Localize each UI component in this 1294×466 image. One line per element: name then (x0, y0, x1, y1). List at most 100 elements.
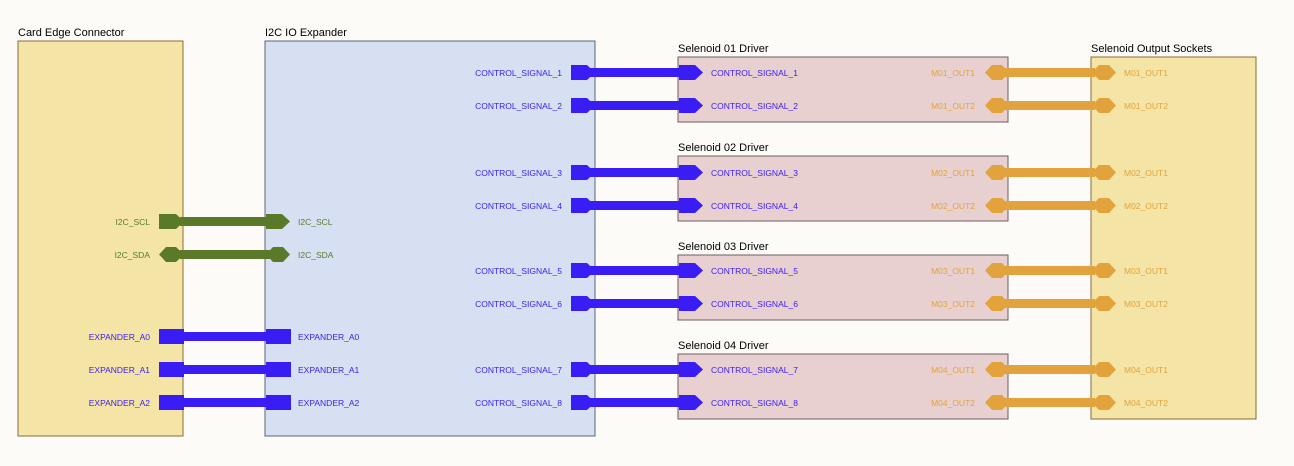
expander-left-pin-label: EXPANDER_A2 (298, 398, 360, 408)
m01-out2-socket-port (1092, 98, 1116, 113)
driver-input-label: CONTROL_SIGNAL_6 (711, 299, 798, 309)
driver-output-label: M02_OUT1 (931, 168, 975, 178)
driver-body (677, 353, 1009, 420)
i2c-scl-expander-port (266, 214, 290, 229)
control-signal-6-source-port (571, 296, 595, 311)
control-signal-1-wire (590, 68, 685, 77)
m01-out2-wire (1005, 101, 1095, 110)
control-signal-1-source-port (571, 65, 595, 80)
driver-input-label: CONTROL_SIGNAL_5 (711, 266, 798, 276)
i2c-sda-card-port (159, 247, 184, 262)
m02-out1-socket-port (1092, 165, 1116, 180)
m04-out1-driver-port (985, 362, 1009, 377)
driver-input-label: CONTROL_SIGNAL_1 (711, 68, 798, 78)
sockets-body (1090, 56, 1257, 420)
driver-input-label: CONTROL_SIGNAL_8 (711, 398, 798, 408)
control-signal-8-source-port (571, 395, 595, 410)
m04-out1-wire (1005, 365, 1095, 374)
expander-a0-wire (180, 332, 270, 341)
expander-a0-port (266, 329, 291, 344)
card-pin-label: EXPANDER_A0 (89, 332, 151, 342)
selenoid-driver-01-block: Selenoid 01 Driver CONTROL_SIGNAL_1 CONT… (677, 43, 1009, 123)
socket-pin-label: M04_OUT1 (1124, 365, 1168, 375)
card-pin-label: EXPANDER_A2 (89, 398, 151, 408)
expander-a2-port (159, 395, 184, 410)
control-signal-8-wire (590, 398, 685, 407)
driver-output-label: M03_OUT1 (931, 266, 975, 276)
card-pin-label: I2C_SDA (115, 250, 151, 260)
control-signal-connections (571, 65, 703, 410)
driver-output-label: M01_OUT2 (931, 101, 975, 111)
selenoid-output-sockets-block: Selenoid Output Sockets M01_OUT1 M01_OUT… (1090, 43, 1257, 420)
card-edge-connector-block: Card Edge Connector I2C_SCL I2C_SDA EXPA… (17, 27, 184, 437)
m01-out1-driver-port (985, 65, 1009, 80)
socket-pin-label: M02_OUT2 (1124, 201, 1168, 211)
driver-title: Selenoid 03 Driver (678, 241, 769, 253)
card-edge-body (17, 40, 184, 437)
driver-body (677, 56, 1009, 123)
m02-out1-wire (1005, 168, 1095, 177)
selenoid-driver-02-block: Selenoid 02 Driver CONTROL_SIGNAL_3 CONT… (677, 142, 1009, 222)
m04-out2-wire (1005, 398, 1095, 407)
expander-a2-port (266, 395, 291, 410)
control-signal-4-dest-port (679, 198, 703, 213)
expander-title: I2C IO Expander (265, 27, 347, 39)
m02-out2-wire (1005, 201, 1095, 210)
driver-output-label: M01_OUT1 (931, 68, 975, 78)
expander-left-pin-label: I2C_SDA (298, 250, 334, 260)
driver-input-label: CONTROL_SIGNAL_3 (711, 168, 798, 178)
selenoid-driver-04-block: Selenoid 04 Driver CONTROL_SIGNAL_7 CONT… (677, 340, 1009, 420)
m01-out1-wire (1005, 68, 1095, 77)
control-signal-3-wire (590, 168, 685, 177)
m02-out2-socket-port (1092, 198, 1116, 213)
card-pin-label: EXPANDER_A1 (89, 365, 151, 375)
expander-a1-wire (180, 365, 270, 374)
m03-out2-wire (1005, 299, 1095, 308)
control-signal-5-dest-port (679, 263, 703, 278)
driver-body (677, 155, 1009, 222)
expander-right-pin-label: CONTROL_SIGNAL_3 (475, 168, 562, 178)
expander-right-pin-label: CONTROL_SIGNAL_6 (475, 299, 562, 309)
driver-body (677, 254, 1009, 321)
control-signal-7-source-port (571, 362, 595, 377)
expander-a1-port (266, 362, 291, 377)
i2c-scl-wire (180, 217, 270, 226)
io-expander-block: I2C IO Expander I2C_SCL I2C_SDA EXPANDER… (264, 27, 596, 437)
expander-right-pin-label: CONTROL_SIGNAL_8 (475, 398, 562, 408)
card-edge-title: Card Edge Connector (18, 27, 125, 39)
address-connections (159, 329, 291, 410)
control-signal-3-source-port (571, 165, 595, 180)
driver-input-label: CONTROL_SIGNAL_7 (711, 365, 798, 375)
expander-a0-port (159, 329, 184, 344)
driver-input-label: CONTROL_SIGNAL_4 (711, 201, 798, 211)
control-signal-5-source-port (571, 263, 595, 278)
driver-output-label: M02_OUT2 (931, 201, 975, 211)
driver-title: Selenoid 04 Driver (678, 340, 769, 352)
driver-title: Selenoid 01 Driver (678, 43, 769, 55)
i2c-sda-wire (180, 250, 270, 259)
m04-out2-socket-port (1092, 395, 1116, 410)
driver-input-label: CONTROL_SIGNAL_2 (711, 101, 798, 111)
solenoid-output-connections (985, 65, 1116, 410)
socket-pin-label: M03_OUT2 (1124, 299, 1168, 309)
socket-pin-label: M03_OUT1 (1124, 266, 1168, 276)
expander-right-pin-label: CONTROL_SIGNAL_1 (475, 68, 562, 78)
expander-a1-port (159, 362, 184, 377)
expander-right-pin-label: CONTROL_SIGNAL_7 (475, 365, 562, 375)
selenoid-driver-03-block: Selenoid 03 Driver CONTROL_SIGNAL_5 CONT… (677, 241, 1009, 321)
m01-out2-driver-port (985, 98, 1009, 113)
expander-left-pin-label: EXPANDER_A0 (298, 332, 360, 342)
m02-out2-driver-port (985, 198, 1009, 213)
driver-output-label: M04_OUT1 (931, 365, 975, 375)
control-signal-6-dest-port (679, 296, 703, 311)
i2c-scl-card-port (159, 214, 184, 229)
m04-out1-socket-port (1092, 362, 1116, 377)
control-signal-2-dest-port (679, 98, 703, 113)
m03-out2-driver-port (985, 296, 1009, 311)
driver-output-label: M03_OUT2 (931, 299, 975, 309)
expander-left-pin-label: EXPANDER_A1 (298, 365, 360, 375)
expander-a2-wire (180, 398, 270, 407)
m03-out2-socket-port (1092, 296, 1116, 311)
expander-right-pin-label: CONTROL_SIGNAL_5 (475, 266, 562, 276)
